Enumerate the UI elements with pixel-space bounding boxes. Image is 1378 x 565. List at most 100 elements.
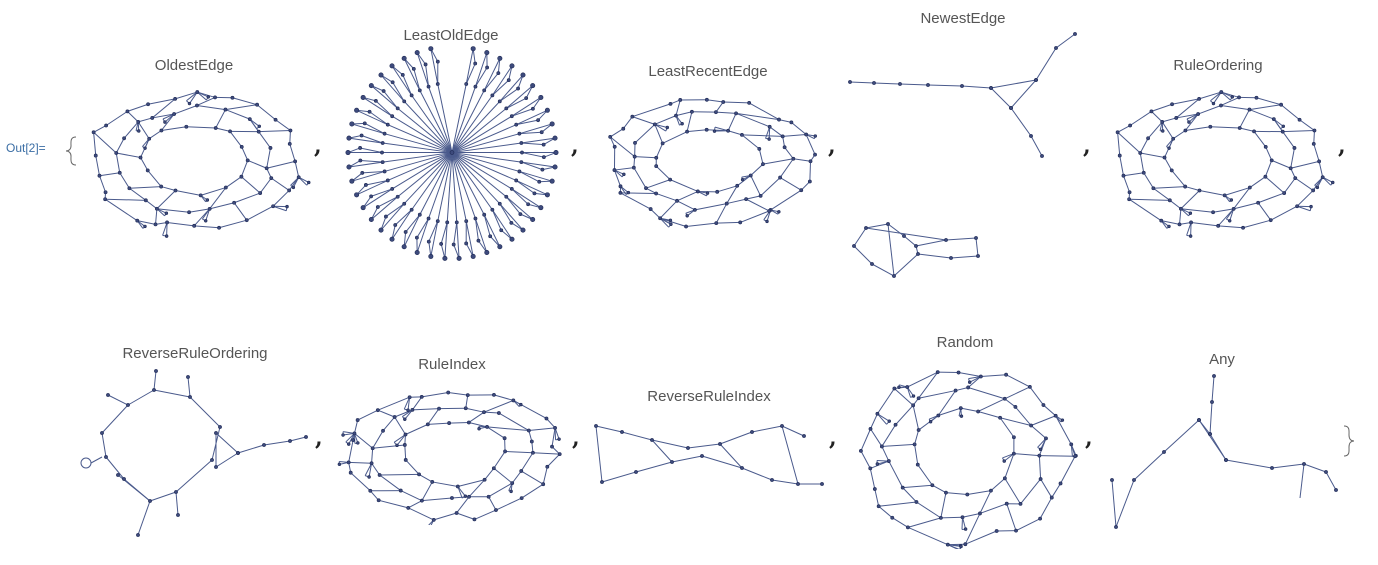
graph-edge xyxy=(912,405,920,431)
graph-vertex xyxy=(446,390,451,395)
graph-vertex xyxy=(550,444,554,449)
graph-vertex xyxy=(1128,123,1133,128)
graph-vertex xyxy=(650,438,654,442)
graph-edge xyxy=(451,86,476,153)
graph-edge xyxy=(877,413,890,422)
graph-vertex xyxy=(439,242,444,246)
graph-edge xyxy=(350,472,371,492)
graph-vertex xyxy=(700,454,704,458)
graph-vertex xyxy=(1210,400,1214,404)
graph-vertex xyxy=(777,117,781,122)
graph-edge xyxy=(1313,130,1315,144)
graph-edge xyxy=(1299,463,1305,499)
graph-edge xyxy=(519,171,540,183)
graph-vertex xyxy=(1069,442,1074,447)
graph-vertex xyxy=(1161,129,1165,133)
graph-vertex xyxy=(419,498,424,503)
graph-vertex xyxy=(255,102,259,107)
graph-vertex xyxy=(529,439,534,444)
graph-edge xyxy=(659,217,687,227)
graph-vertex xyxy=(1208,432,1212,436)
graph-edge xyxy=(247,159,267,169)
graph-vertex xyxy=(1256,200,1261,205)
graph-edge xyxy=(676,200,696,211)
graph-vertex xyxy=(537,179,542,184)
graph-edge xyxy=(620,192,657,194)
graph-vertex xyxy=(552,135,558,141)
graph-edge xyxy=(1039,455,1076,457)
graph-vertex xyxy=(269,176,274,181)
graph-edge xyxy=(387,124,453,154)
graph-edge xyxy=(654,115,677,125)
graph-edge xyxy=(632,103,671,118)
graph-edge xyxy=(918,371,939,399)
graph-vertex xyxy=(648,207,653,211)
graph-edge xyxy=(520,452,534,472)
graph-vertex xyxy=(273,117,278,122)
graph-edge xyxy=(196,96,216,106)
graph-edge xyxy=(1055,33,1076,49)
graph-edge xyxy=(962,517,967,530)
graph-edge xyxy=(902,484,933,489)
graph-vertex xyxy=(402,99,407,104)
graph-vertex xyxy=(538,94,544,100)
graph-vertex xyxy=(916,396,921,401)
graph-vertex xyxy=(1169,168,1174,173)
graph-vertex xyxy=(100,431,104,435)
graph-vertex xyxy=(296,175,301,180)
graph-edge xyxy=(1004,386,1031,400)
graph-vertex xyxy=(1222,193,1227,198)
graph-vertex xyxy=(117,170,122,175)
graph-vertex xyxy=(1219,90,1224,94)
graph-vertex xyxy=(897,385,901,389)
graph-vertex xyxy=(976,254,980,258)
graph-edge xyxy=(1153,187,1171,201)
graph-vertex xyxy=(482,212,487,217)
graph-edge xyxy=(888,460,904,488)
graph-edge xyxy=(645,179,671,189)
graph-vertex xyxy=(557,452,562,457)
graph-edge xyxy=(380,203,405,231)
graph-vertex xyxy=(497,55,503,61)
graph-edge xyxy=(505,196,534,220)
graph-edge xyxy=(1006,503,1017,531)
graph-vertex xyxy=(164,234,169,238)
graph-vertex xyxy=(491,466,496,471)
graph-vertex xyxy=(1219,103,1223,108)
graph-edge xyxy=(491,65,513,96)
graph-edge xyxy=(127,111,139,123)
graph-vertex xyxy=(1197,188,1202,193)
graph-vertex xyxy=(445,220,450,225)
graph-edge xyxy=(101,432,107,458)
graph-edge xyxy=(1185,186,1200,191)
graph-edge xyxy=(1213,208,1234,213)
graph-edge xyxy=(201,208,211,220)
graph-edge xyxy=(495,497,522,511)
graph-vertex xyxy=(926,83,930,87)
graph-least-recent-edge xyxy=(608,97,817,229)
graph-vertex xyxy=(147,136,152,141)
graph-vertex xyxy=(1269,158,1274,163)
graph-vertex xyxy=(288,128,293,133)
graph-edge xyxy=(119,172,130,189)
graph-edge xyxy=(391,65,413,96)
graph-vertex xyxy=(714,221,719,226)
graph-edge xyxy=(873,82,901,85)
graph-edge xyxy=(186,126,216,129)
graph-vertex xyxy=(148,499,152,503)
graph-edge xyxy=(750,175,762,197)
graph-edge xyxy=(1004,398,1016,408)
graph-vertex xyxy=(482,477,487,482)
graph-edge xyxy=(225,176,242,188)
graph-edge xyxy=(290,176,300,186)
graph-vertex xyxy=(890,515,895,520)
graph-edge xyxy=(382,142,453,154)
graph-vertex xyxy=(490,93,495,98)
graph-edge xyxy=(371,462,381,476)
graph-vertex xyxy=(1149,109,1154,114)
title-reverse-rule-index: ReverseRuleIndex xyxy=(647,388,771,405)
graph-vertex xyxy=(906,525,910,530)
graph-edge xyxy=(511,188,529,205)
graph-edge xyxy=(412,408,440,411)
graph-edge xyxy=(377,409,395,418)
